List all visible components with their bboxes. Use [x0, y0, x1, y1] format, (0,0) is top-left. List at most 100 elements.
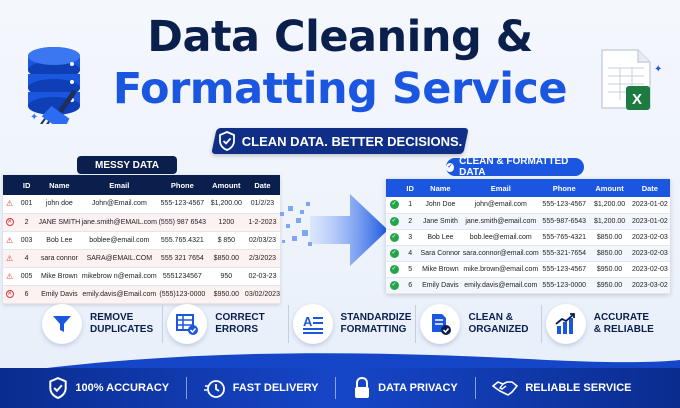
column-header: Amount [589, 179, 630, 197]
cell: emily.davis@Email.com [81, 285, 157, 304]
feature-label: REMOVE [90, 312, 134, 323]
cell: 555 321 7654 [156, 249, 208, 268]
column-header: Amount [207, 175, 245, 195]
transform-arrow-icon [280, 194, 388, 266]
cell: $950.00 [589, 261, 630, 278]
feature-label: ACCURATE [593, 312, 650, 323]
divider [474, 377, 476, 399]
cell: $1,200.00 [589, 213, 630, 230]
column-header: Phone [539, 179, 590, 197]
table-row: ⚠ 005 Mike Brown mikebrow n@email.com 55… [3, 267, 280, 286]
handshake-icon [492, 381, 519, 396]
cell: john doe [36, 195, 82, 214]
cell: boblee@email.com [81, 231, 157, 250]
features-row: REMOVE DUPLICATES CORRECT ERRORS A [42, 300, 662, 348]
check-circle-icon: ✓ [389, 248, 399, 258]
column-header: Date [244, 175, 280, 195]
feature-standardize-formatting: A STANDARDIZE FORMATTING [292, 300, 411, 348]
table-row: ⚠ 003 Bob Lee boblee@email.com 555.765.4… [3, 231, 280, 250]
cell: 555-123-0000 [539, 277, 590, 294]
cell: 005 [16, 267, 37, 286]
cell: 01/2/23 [244, 195, 280, 214]
footer-accuracy: 100% ACCURACY [48, 377, 169, 399]
tagline-text: CLEAN DATA. BETTER DECISIONS. [241, 133, 463, 149]
cell: 02-03-23 [244, 267, 280, 286]
svg-text:✦: ✦ [654, 64, 662, 75]
svg-text:X: X [632, 91, 642, 108]
cell: 555-123-4567 [156, 195, 208, 214]
divider [540, 305, 542, 343]
column-header: Name [36, 175, 82, 195]
clean-data-badge: ✓ CLEAN & FORMATTED DATA [446, 156, 584, 178]
check-circle-icon: ✓ [389, 232, 399, 242]
cell: 3 [402, 229, 419, 246]
table-row: ✓ 5 Mike Brown mike.brown@email.com 555-… [386, 261, 670, 278]
cell: bob.lee@email.com [462, 229, 540, 246]
cell: 1-2-2023 [244, 213, 280, 232]
cell: Emily Davis [418, 277, 463, 294]
warning-icon: ⚠ [6, 253, 14, 263]
cell: mike.brown@email.com [462, 261, 540, 278]
cell: $850.00 [207, 249, 245, 268]
cell: 2 [16, 213, 37, 232]
cell: 555-987-6543 [539, 213, 590, 230]
cell: $950.00 [207, 285, 245, 304]
check-circle-icon: ✓ [446, 162, 455, 172]
cell: 2023-01-02 [629, 197, 670, 214]
text-format-icon: A [302, 314, 323, 334]
divider [162, 305, 164, 343]
check-circle-icon: ✓ [389, 200, 399, 210]
cell: $1,200.00 [589, 197, 630, 214]
footer-label: 100% ACCURACY [75, 382, 170, 394]
stopwatch-icon [203, 380, 225, 398]
table-row: ⚠ 4 sara connor SARA@EMAIL.COM 555 321 7… [3, 249, 280, 268]
footer-fast-delivery: FAST DELIVERY [203, 377, 319, 399]
cell: sara.connor@email.com [462, 245, 540, 262]
cell: SARA@EMAIL.COM [81, 249, 157, 268]
table-row: ✓ 1 John Doe john@email.com 555-123-4567… [386, 197, 670, 214]
bar-chart-icon [555, 313, 575, 334]
cell: 555-123-4567 [539, 197, 590, 214]
table-row: ✓ 6 Emily Davis emily.davis@email.com 55… [386, 277, 670, 294]
feature-label: CORRECT [215, 312, 265, 323]
clean-data-table: ID Name Email Phone Amount Date ✓ 1 John… [386, 179, 670, 294]
page-title-line1: Data Cleaning & [147, 12, 533, 62]
cell: Emily Davis [36, 285, 82, 304]
cell: 03/02/2023 [244, 285, 280, 304]
cell: 555-123-4567 [539, 261, 590, 278]
cell: emily.davis@email.com [462, 277, 540, 294]
table-row: ⚠ 001 john doe John@Email.com 555-123-45… [3, 195, 280, 214]
cell: 2023-02-03 [629, 245, 670, 262]
check-circle-icon: ✓ [389, 216, 399, 226]
cell: 2 [402, 213, 419, 230]
cell: 6 [16, 285, 37, 304]
document-check-icon [432, 314, 452, 335]
spreadsheet-excel-icon: X ✦ [601, 49, 662, 110]
messy-data-badge: MESSY DATA [77, 156, 177, 174]
warning-icon: ⚠ [6, 235, 14, 245]
divider [415, 305, 417, 343]
cell: $950.00 [589, 277, 630, 294]
cell: $850.00 [589, 245, 630, 262]
cell: 2023-02-03 [629, 261, 670, 278]
feature-label: FORMATTING [340, 324, 407, 335]
table-row: ✓ 3 Bob Lee bob.lee@email.com 555-765-43… [386, 229, 670, 246]
cell: JANE SMITH [36, 213, 82, 232]
divider [335, 377, 337, 399]
table-check-icon [176, 314, 199, 335]
cell: 2023-02-03 [629, 229, 670, 246]
cell: Mike Brown [36, 267, 82, 286]
feature-clean-organized: CLEAN & ORGANIZED [420, 300, 536, 348]
error-x-icon: ✕ [5, 290, 14, 298]
svg-text:✦: ✦ [30, 112, 38, 123]
cell: jane.smith@email.com [462, 213, 540, 230]
footer-label: FAST DELIVERY [232, 382, 319, 394]
database-icon: ✦ [28, 47, 80, 124]
cell: 003 [16, 231, 37, 250]
column-header: Email [462, 179, 540, 197]
error-x-icon: ✕ [5, 218, 14, 226]
footer-label: DATA PRIVACY [378, 382, 458, 394]
cell: 4 [16, 249, 37, 268]
cell: John@Email.com [81, 195, 157, 214]
feature-label: ORGANIZED [468, 324, 529, 335]
